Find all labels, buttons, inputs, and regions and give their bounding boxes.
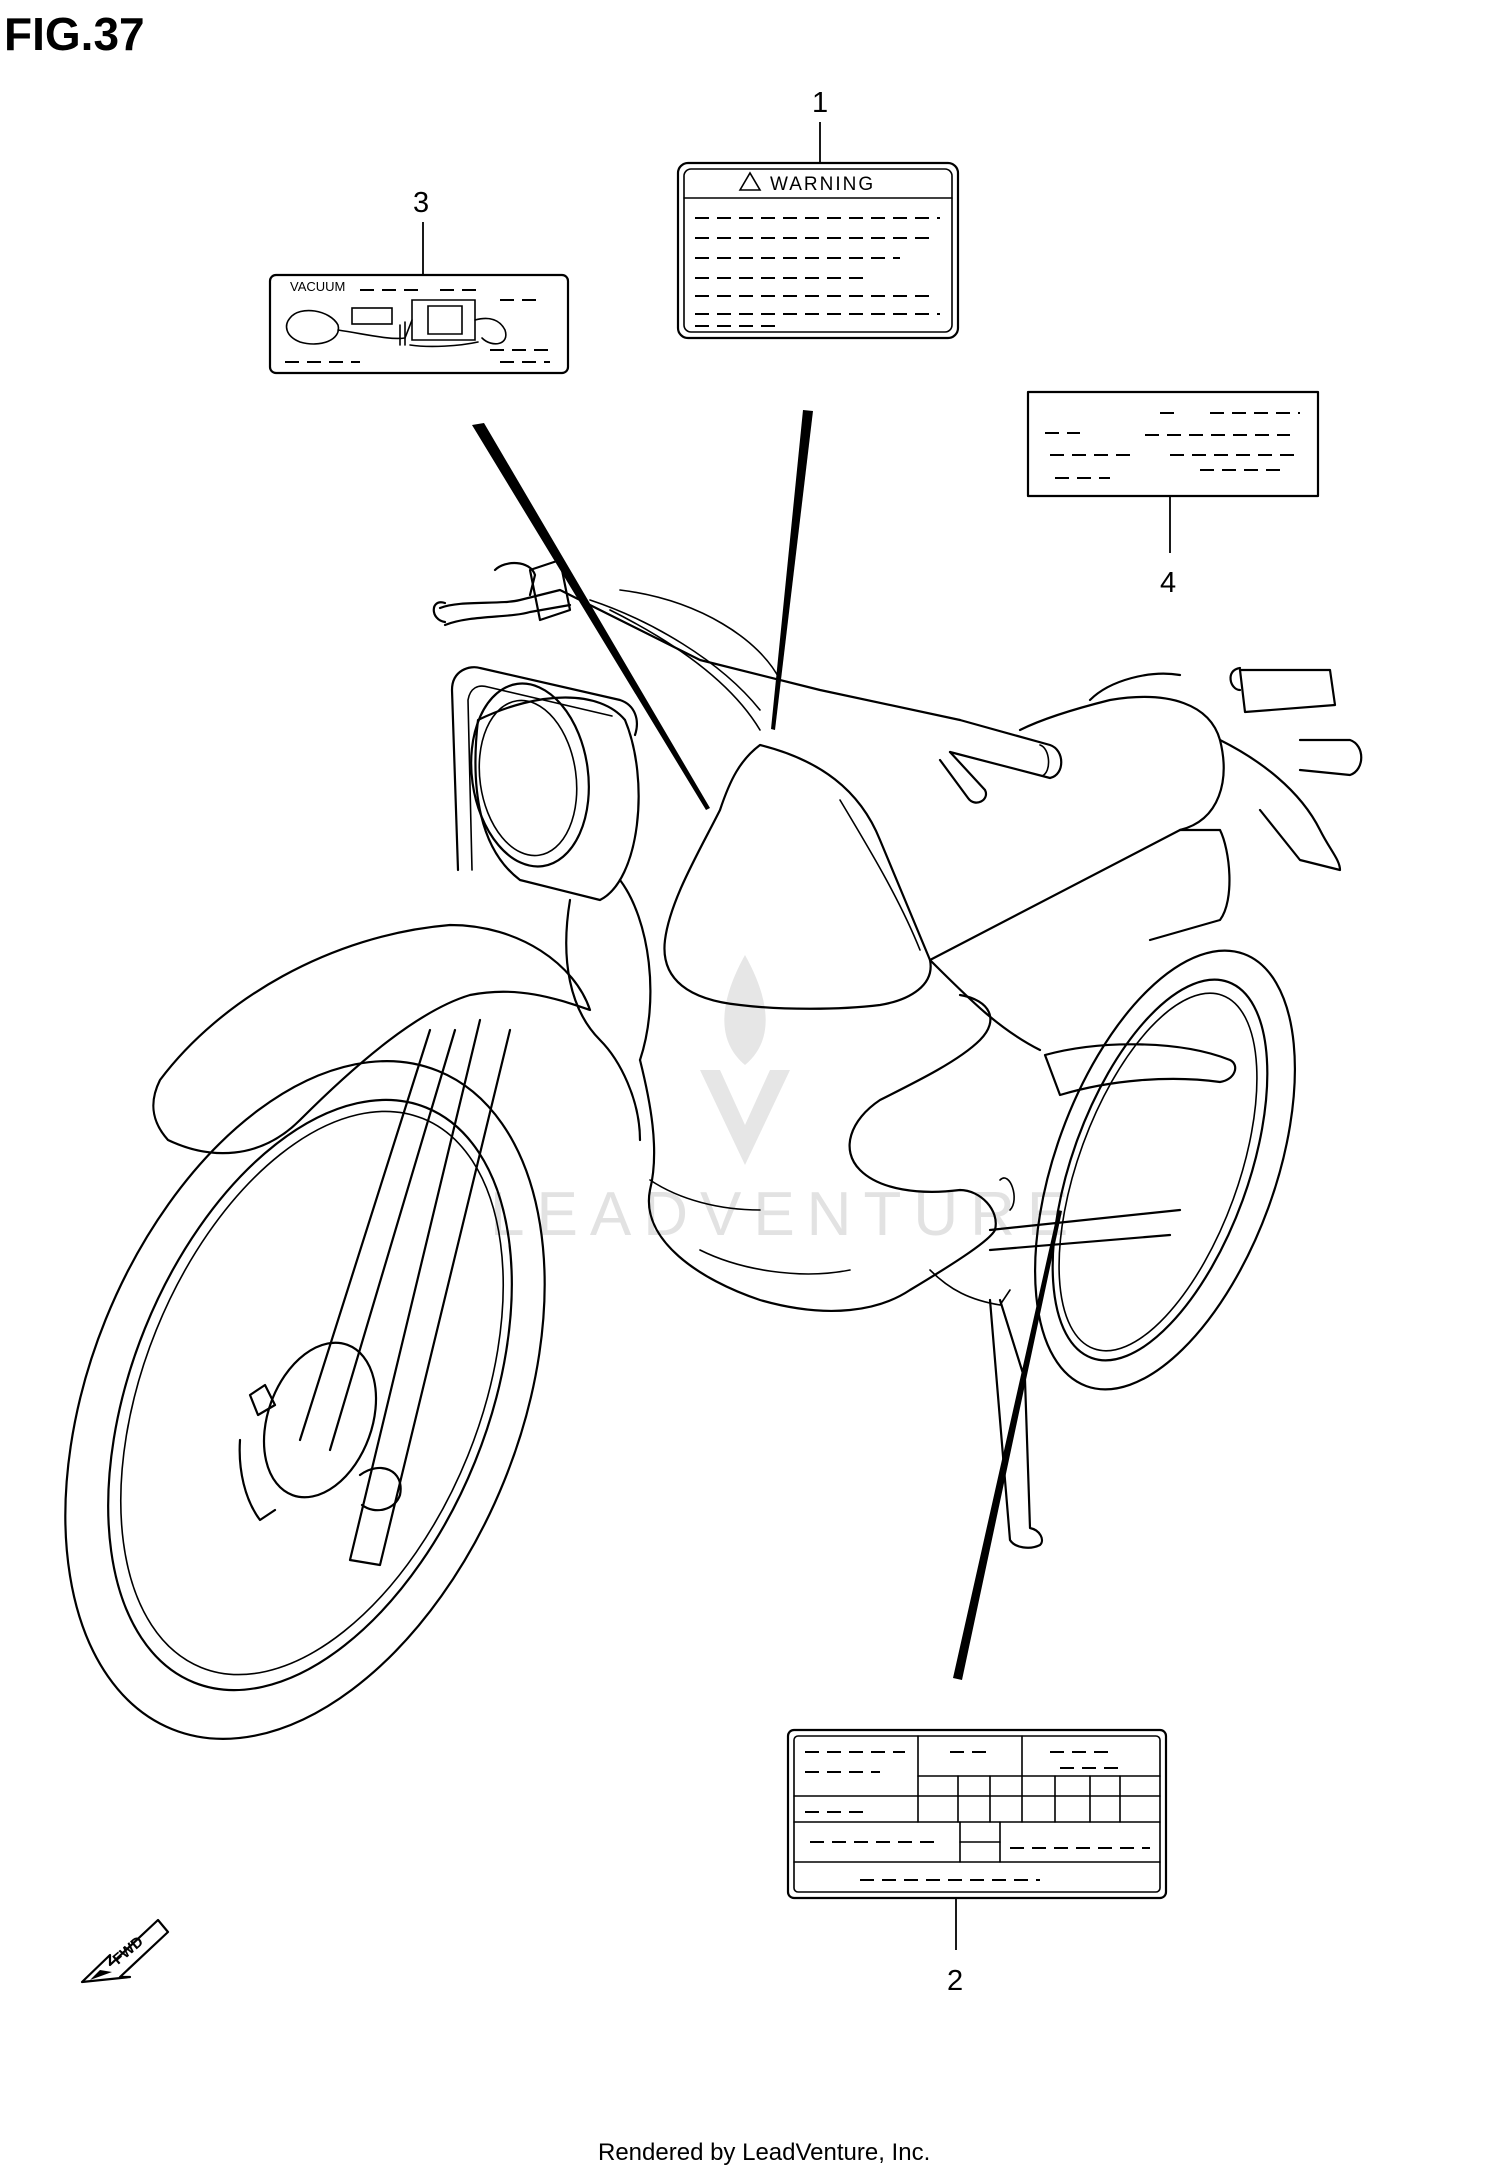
pointer-label-2 bbox=[953, 1210, 1062, 1680]
vacuum-label-outline bbox=[268, 273, 570, 375]
spec-label-outline bbox=[786, 1728, 1168, 1900]
fwd-arrow-icon bbox=[80, 1918, 170, 1984]
warning-label-text-lines bbox=[695, 217, 940, 327]
right-grip bbox=[948, 718, 1063, 780]
warning-label-outline bbox=[676, 161, 960, 340]
rear-turn-signal bbox=[1298, 738, 1363, 777]
vacuum-hose-diagram-icon bbox=[285, 299, 507, 348]
watermark: LEADVENTURE bbox=[490, 955, 1080, 1249]
spec-label-grid bbox=[793, 1735, 1161, 1863]
vacuum-label-text-lines bbox=[285, 289, 555, 363]
rear-fender bbox=[1043, 1043, 1237, 1097]
front-fender bbox=[152, 923, 592, 1155]
front-tire bbox=[64, 1060, 546, 1740]
spec-label-text-lines bbox=[805, 1751, 1150, 1881]
fuel-tank bbox=[663, 743, 932, 1010]
callout-2: 2 bbox=[947, 1965, 963, 1997]
label-4[interactable]: 4 bbox=[1026, 390, 1320, 599]
front-hub bbox=[262, 1341, 378, 1499]
label-3[interactable]: 3 VACUUM bbox=[268, 187, 570, 375]
callout-3: 3 bbox=[413, 187, 429, 219]
vacuum-label-header: VACUUM bbox=[290, 279, 345, 294]
handlebar bbox=[438, 588, 962, 722]
watermark-text: LEADVENTURE bbox=[490, 1180, 1080, 1249]
watermark-logo-icon bbox=[700, 955, 790, 1165]
figure-title: FIG.37 bbox=[4, 8, 145, 60]
warning-label-header: WARNING bbox=[770, 174, 875, 195]
fwd-arrow: FWD bbox=[80, 1918, 170, 1984]
warning-triangle-icon bbox=[738, 171, 762, 191]
engine bbox=[638, 993, 997, 1313]
front-fork bbox=[348, 1018, 512, 1567]
side-cover bbox=[1148, 828, 1231, 942]
fwd-arrow-label: FWD bbox=[110, 1933, 147, 1968]
pointer-label-3 bbox=[472, 423, 710, 810]
pointer-label-1 bbox=[771, 410, 813, 730]
label-4-outline bbox=[1026, 390, 1320, 498]
footer-credit: Rendered by LeadVenture, Inc. bbox=[598, 2139, 930, 2166]
motorcycle-drawing bbox=[64, 558, 1363, 1740]
rear-tire bbox=[1034, 949, 1296, 1391]
label-4-text-lines bbox=[1045, 412, 1300, 479]
frame bbox=[565, 878, 652, 1142]
tail-light bbox=[1238, 668, 1337, 714]
headlight bbox=[470, 682, 590, 868]
callout-1: 1 bbox=[812, 87, 828, 119]
swing-arm bbox=[988, 1208, 1182, 1232]
label-1[interactable]: 1 WARNING bbox=[676, 87, 960, 340]
label-2[interactable]: 2 bbox=[786, 1728, 1168, 1997]
side-stand bbox=[988, 1298, 1044, 1549]
seat bbox=[928, 695, 1225, 962]
callout-4: 4 bbox=[1160, 567, 1176, 599]
headlight-guard bbox=[450, 666, 638, 872]
